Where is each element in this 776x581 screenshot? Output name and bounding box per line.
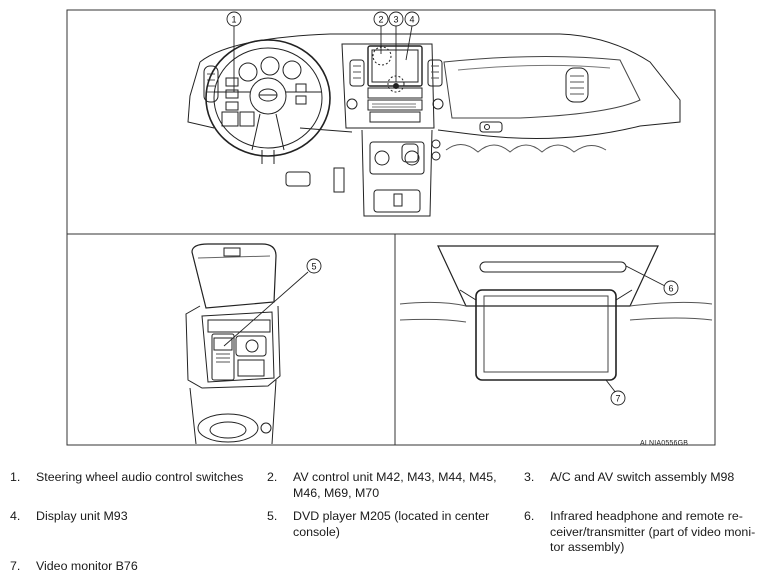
dashboard-drawing — [187, 33, 681, 217]
component-location-figure: 1 2 3 4 5 6 7 — [66, 9, 716, 446]
legend-text: AV control unit M42, M43, M44, M45, M46,… — [293, 470, 497, 500]
callout-5-label: 5 — [311, 261, 316, 271]
legend-number: 2. — [267, 470, 278, 484]
callout-1 — [226, 11, 242, 27]
leader-lines — [223, 25, 666, 394]
legend-text: A/C and AV switch assembly M98 — [550, 470, 735, 484]
legend-number: 7. — [10, 559, 21, 573]
callout-2 — [373, 11, 389, 27]
legend-text: DVD player M205 (located in center conso… — [293, 509, 490, 539]
legend-text: Steering wheel audio control switches — [36, 470, 244, 484]
legend-text: Video monitor B76 — [36, 559, 138, 573]
legend-text: Infrared headphone and remote re- ceiver… — [550, 509, 756, 554]
panel-borders — [66, 9, 716, 446]
callout-4 — [404, 11, 420, 27]
callout-7-label: 7 — [615, 393, 620, 403]
legend-number: 3. — [524, 470, 535, 484]
legend-number: 6. — [524, 509, 535, 523]
callout-2-label: 2 — [378, 14, 383, 24]
callout-5 — [306, 258, 322, 274]
callout-6-label: 6 — [668, 283, 673, 293]
callout-4-label: 4 — [409, 14, 414, 24]
legend-number: 5. — [267, 509, 278, 523]
legend-text: Display unit M93 — [36, 509, 128, 523]
callout-3-label: 3 — [393, 14, 398, 24]
callout-7 — [610, 390, 626, 406]
figure-code: ALNIA0556GB — [640, 440, 689, 447]
callout-6 — [663, 280, 679, 296]
legend-number: 1. — [10, 470, 21, 484]
legend-number: 4. — [10, 509, 21, 523]
callout-1-label: 1 — [231, 14, 236, 24]
component-legend: 1. Steering wheel audio control switches… — [0, 462, 776, 581]
console-drawing — [185, 243, 281, 445]
video-monitor-drawing — [399, 245, 713, 381]
callout-3 — [388, 11, 404, 27]
